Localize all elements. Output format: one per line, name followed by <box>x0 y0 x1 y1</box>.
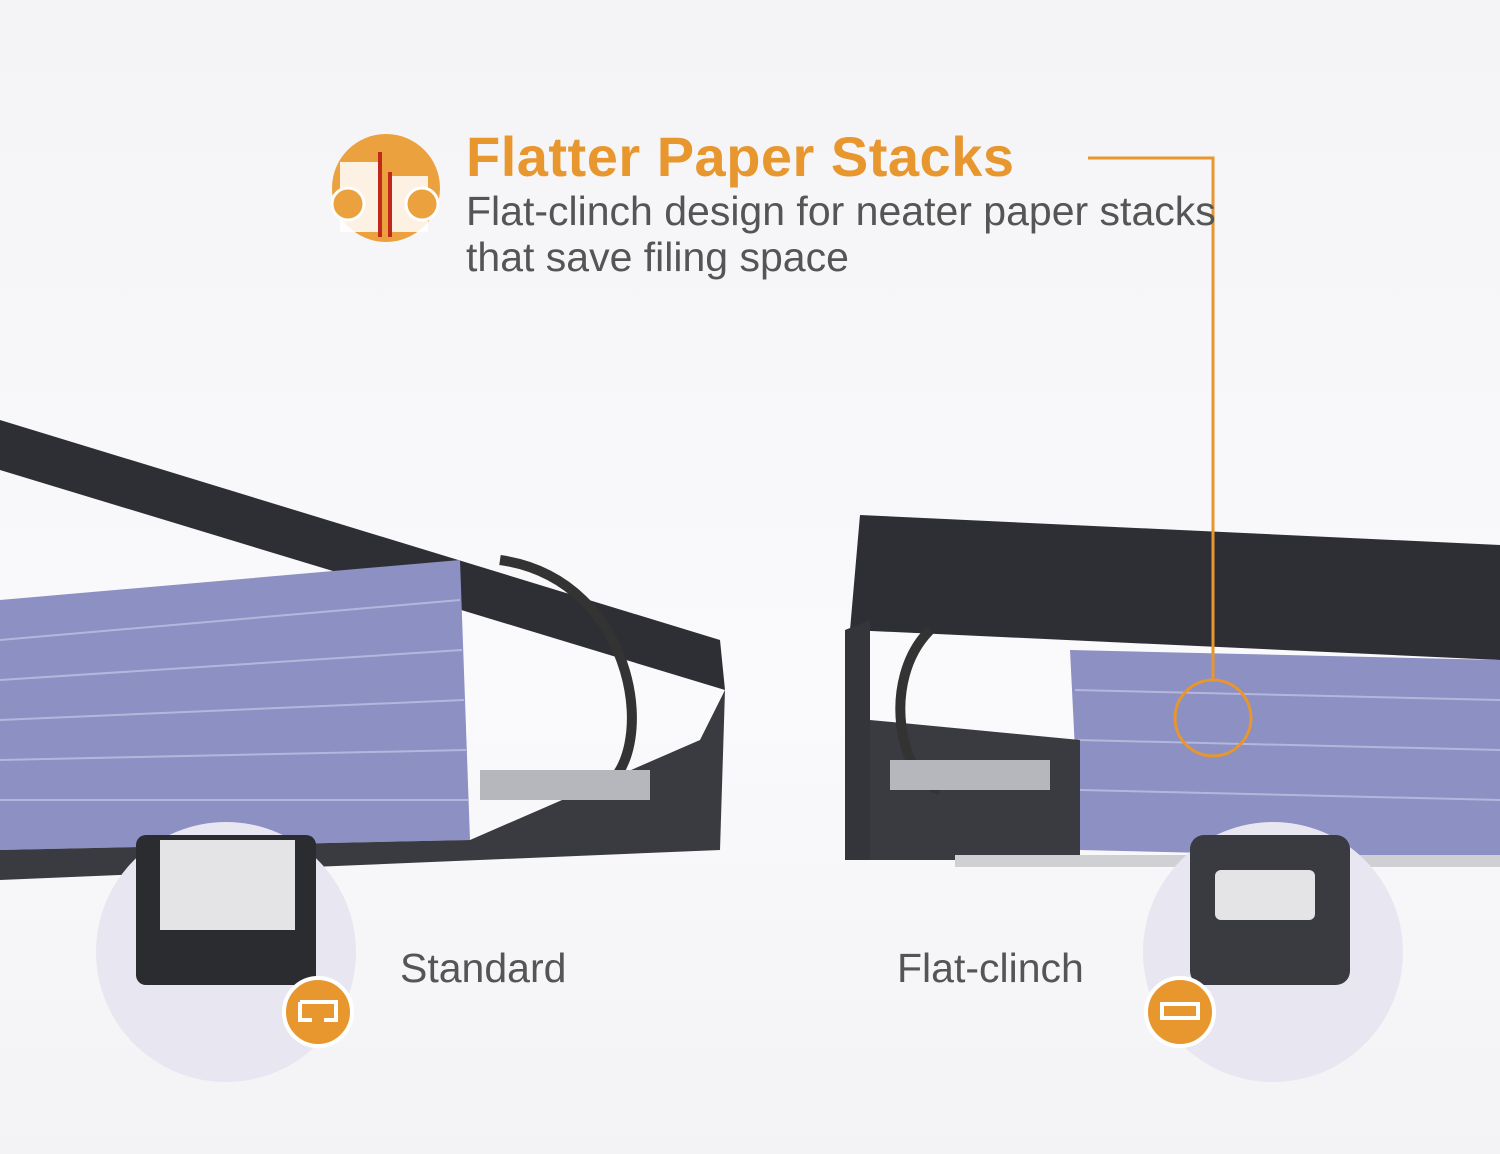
standard-label: Standard <box>400 945 567 991</box>
standard-binder <box>0 420 725 880</box>
flat-clinch-binder <box>845 515 1500 867</box>
flat-clinch-staple-icon <box>1144 976 1216 1048</box>
flat-clinch-label: Flat-clinch <box>897 945 1084 991</box>
headline: Flatter Paper Stacks <box>466 125 1015 188</box>
standard-stapler-inset <box>96 822 356 1082</box>
callout-line <box>1088 156 1253 758</box>
description: Flat-clinch design for neater paper stac… <box>466 188 1216 280</box>
standard-staple-icon <box>282 976 354 1048</box>
flat-clinch-stapler-inset <box>1143 822 1403 1082</box>
flatter-stacks-icon <box>330 134 440 242</box>
